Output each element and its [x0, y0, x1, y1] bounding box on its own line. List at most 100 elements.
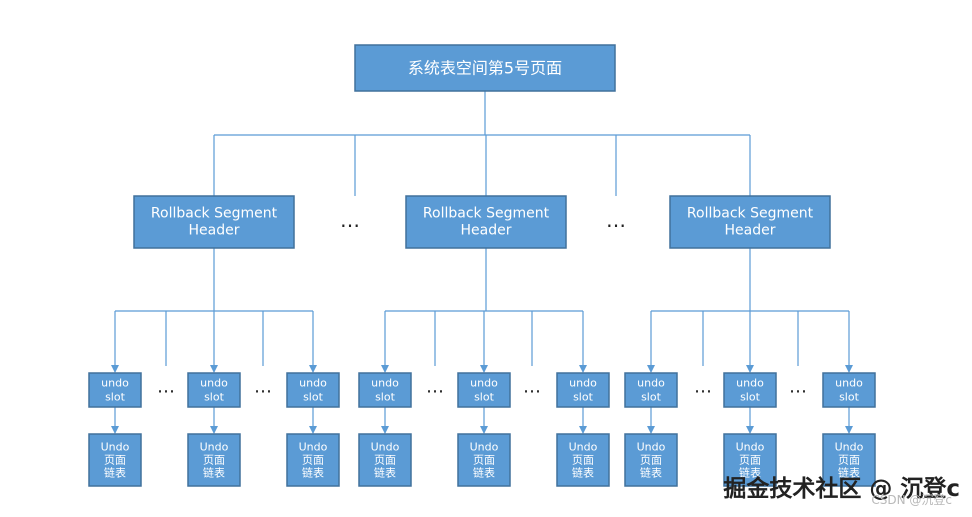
header-ellipsis-1: … — [340, 208, 360, 232]
undo-page-list-2-1-label: 链表 — [374, 466, 396, 480]
undo-slot-3-1-label: slot — [641, 391, 662, 404]
rollback-segment-header-3-label: Header — [725, 223, 776, 239]
watermark-csdn: CSDN @沉登c — [871, 493, 952, 507]
undo-slot-1-1-label: slot — [105, 391, 126, 404]
undo-slot-2-3-label: slot — [573, 391, 594, 404]
undo-slot-1-3-label: undo — [299, 377, 327, 390]
slot-ellipsis-2-2: … — [523, 377, 541, 398]
undo-page-list-2-2-label: Undo — [470, 441, 499, 454]
diagram-boxes: 系统表空间第5号页面……Rollback SegmentHeaderundosl… — [88, 44, 876, 487]
undo-page-list-2-3-rect — [556, 433, 610, 487]
rollback-segment-header-1-rect — [133, 195, 295, 249]
rollback-segment-header-1-label: Header — [189, 223, 240, 239]
undo-slot-3-3-rect — [822, 372, 876, 408]
undo-page-list-1-2-label: Undo — [200, 441, 229, 454]
undo-slot-1-2-label: slot — [204, 391, 225, 404]
undo-page-list-3-3-label: Undo — [835, 441, 864, 454]
undo-slot-2-2-label: slot — [474, 391, 495, 404]
undo-page-list-2-1-rect — [358, 433, 412, 487]
undo-slot-1-3-rect — [286, 372, 340, 408]
undo-slot-2-3-rect — [556, 372, 610, 408]
undo-page-list-2-3-label: 链表 — [572, 466, 594, 480]
undo-page-list-3-2-label: 页面 — [739, 454, 761, 467]
undo-page-list-1-3-label: Undo — [299, 441, 328, 454]
undo-slot-3-3-label: slot — [839, 391, 860, 404]
undo-page-list-1-3-label: 页面 — [302, 454, 324, 467]
slot-ellipsis-3-2: … — [789, 377, 807, 398]
undo-page-list-3-3-label: 链表 — [838, 466, 860, 480]
undo-slot-2-1-label: slot — [375, 391, 396, 404]
undo-slot-3-2-rect — [723, 372, 777, 408]
undo-page-list-1-2-label: 链表 — [203, 466, 225, 480]
slot-ellipsis-2-1: … — [426, 377, 444, 398]
rollback-segment-header-3-label: Rollback Segment — [687, 206, 814, 222]
undo-slot-3-1-label: undo — [637, 377, 665, 390]
undo-slot-1-2-label: undo — [200, 377, 228, 390]
undo-slot-1-2-rect — [187, 372, 241, 408]
undo-page-list-2-1-label: 页面 — [374, 454, 396, 467]
undo-page-list-3-2-rect — [723, 433, 777, 487]
undo-page-list-2-1-label: Undo — [371, 441, 400, 454]
undo-slot-1-1-label: undo — [101, 377, 129, 390]
slot-ellipsis-1-1: … — [157, 377, 175, 398]
undo-page-list-3-1-label: Undo — [637, 441, 666, 454]
root-page-box-rect — [354, 44, 616, 92]
undo-page-list-2-2-label: 链表 — [473, 466, 495, 480]
undo-page-list-1-1-label: 页面 — [104, 454, 126, 467]
undo-page-list-3-1-label: 页面 — [640, 454, 662, 467]
watermark-juejin: 掘金技术社区 @ 沉登c — [723, 476, 960, 502]
header-ellipsis-2: … — [606, 208, 626, 232]
slot-ellipsis-1-2: … — [254, 377, 272, 398]
undo-page-list-1-2-label: 页面 — [203, 454, 225, 467]
undo-page-list-1-3-rect — [286, 433, 340, 487]
undo-slot-3-1-rect — [624, 372, 678, 408]
rollback-segment-header-2-rect — [405, 195, 567, 249]
undo-page-list-3-3-rect — [822, 433, 876, 487]
undo-slot-3-2-label: slot — [740, 391, 761, 404]
undo-page-list-2-2-rect — [457, 433, 511, 487]
rollback-segment-header-3-rect — [669, 195, 831, 249]
root-page-box: 系统表空间第5号页面 — [354, 44, 616, 92]
undo-slot-1-1-rect — [88, 372, 142, 408]
undo-slot-2-1-label: undo — [371, 377, 399, 390]
undo-page-list-3-1-rect — [624, 433, 678, 487]
undo-page-list-1-1-label: 链表 — [104, 466, 126, 480]
slot-ellipsis-3-1: … — [694, 377, 712, 398]
undo-slot-2-3-label: undo — [569, 377, 597, 390]
undo-page-list-2-3-label: Undo — [569, 441, 598, 454]
undo-page-list-3-2-label: 链表 — [739, 466, 761, 480]
root-page-box-label: 系统表空间第5号页面 — [408, 59, 562, 78]
undo-page-list-1-1-label: Undo — [101, 441, 130, 454]
rollback-segment-header-2-label: Header — [461, 223, 512, 239]
rollback-segment-header-1-label: Rollback Segment — [151, 206, 278, 222]
undo-page-list-3-1-label: 链表 — [640, 466, 662, 480]
undo-page-list-3-3-label: 页面 — [838, 454, 860, 467]
undo-page-list-1-1-rect — [88, 433, 142, 487]
undo-page-list-1-3-label: 链表 — [302, 466, 324, 480]
connector-lines — [111, 91, 853, 434]
undo-slot-2-2-rect — [457, 372, 511, 408]
undo-slot-1-3-label: slot — [303, 391, 324, 404]
undo-page-list-2-2-label: 页面 — [473, 454, 495, 467]
undo-page-list-3-2-label: Undo — [736, 441, 765, 454]
undo-page-list-2-3-label: 页面 — [572, 454, 594, 467]
